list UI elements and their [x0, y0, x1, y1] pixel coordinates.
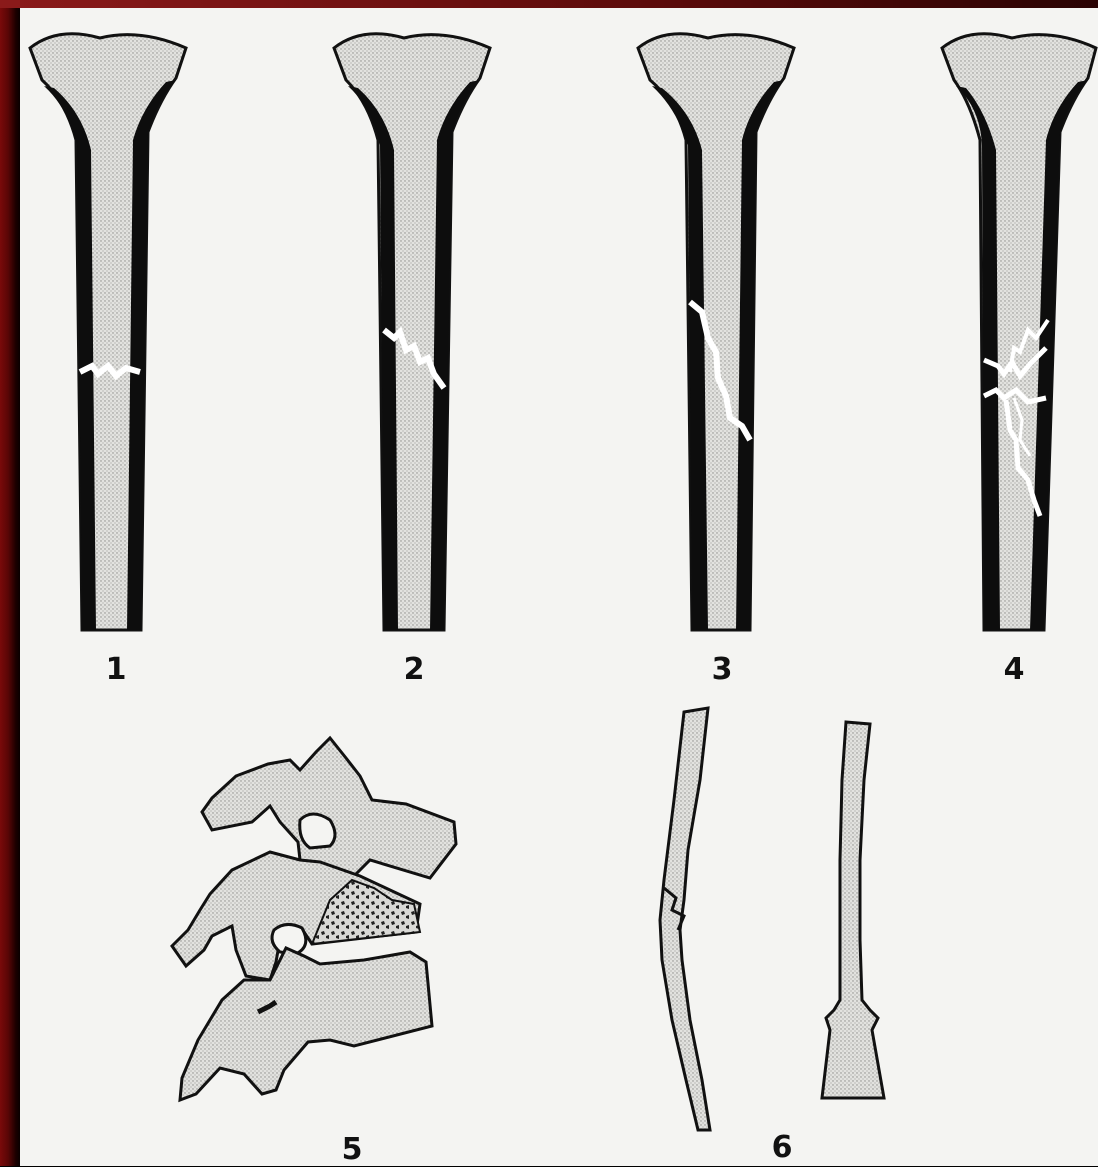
figure-label-4: 4 [1004, 652, 1025, 687]
figure-label-5: 5 [342, 1132, 363, 1167]
figure-label-6: 6 [772, 1130, 793, 1165]
vertebrae-5-compression [172, 738, 456, 1100]
bone-2-oblique [334, 34, 490, 630]
bones-6-greenstick-buckle [660, 708, 884, 1130]
bone-3-spiral [638, 34, 794, 630]
bone-1-transverse [30, 34, 186, 630]
bone-4-comminuted [942, 34, 1096, 630]
figure-label-1: 1 [106, 652, 127, 687]
figure-label-2: 2 [404, 652, 425, 687]
figure-label-3: 3 [712, 652, 733, 687]
